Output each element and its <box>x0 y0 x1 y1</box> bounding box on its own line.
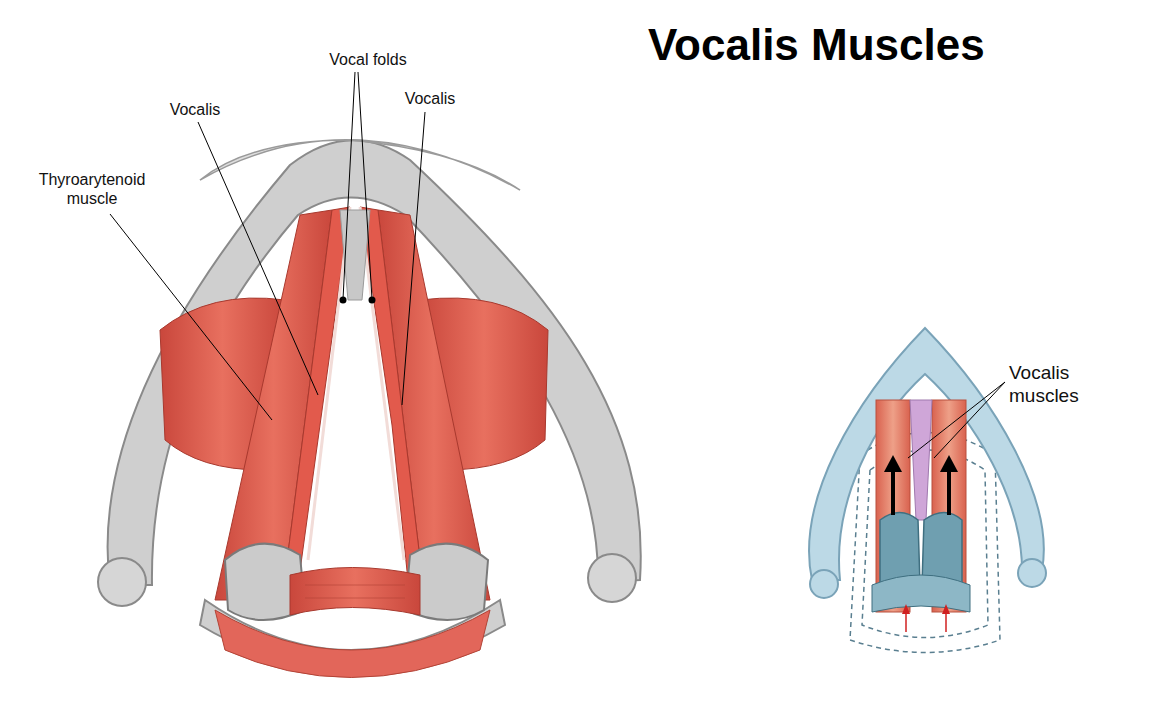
part-label: Thyroarytenoid muscle <box>22 170 162 208</box>
part-label: Vocalis muscles <box>1009 362 1119 408</box>
part-label: Vocalis <box>160 100 230 119</box>
leader-lines <box>110 72 425 420</box>
part-label: Vocal folds <box>318 50 418 69</box>
large-larynx <box>98 140 641 678</box>
leader-dot <box>369 297 376 304</box>
part-label: Vocalis <box>395 89 465 108</box>
leader-dot <box>340 297 347 304</box>
leader-lines <box>908 382 1005 458</box>
title: Vocalis Muscles <box>648 20 985 70</box>
